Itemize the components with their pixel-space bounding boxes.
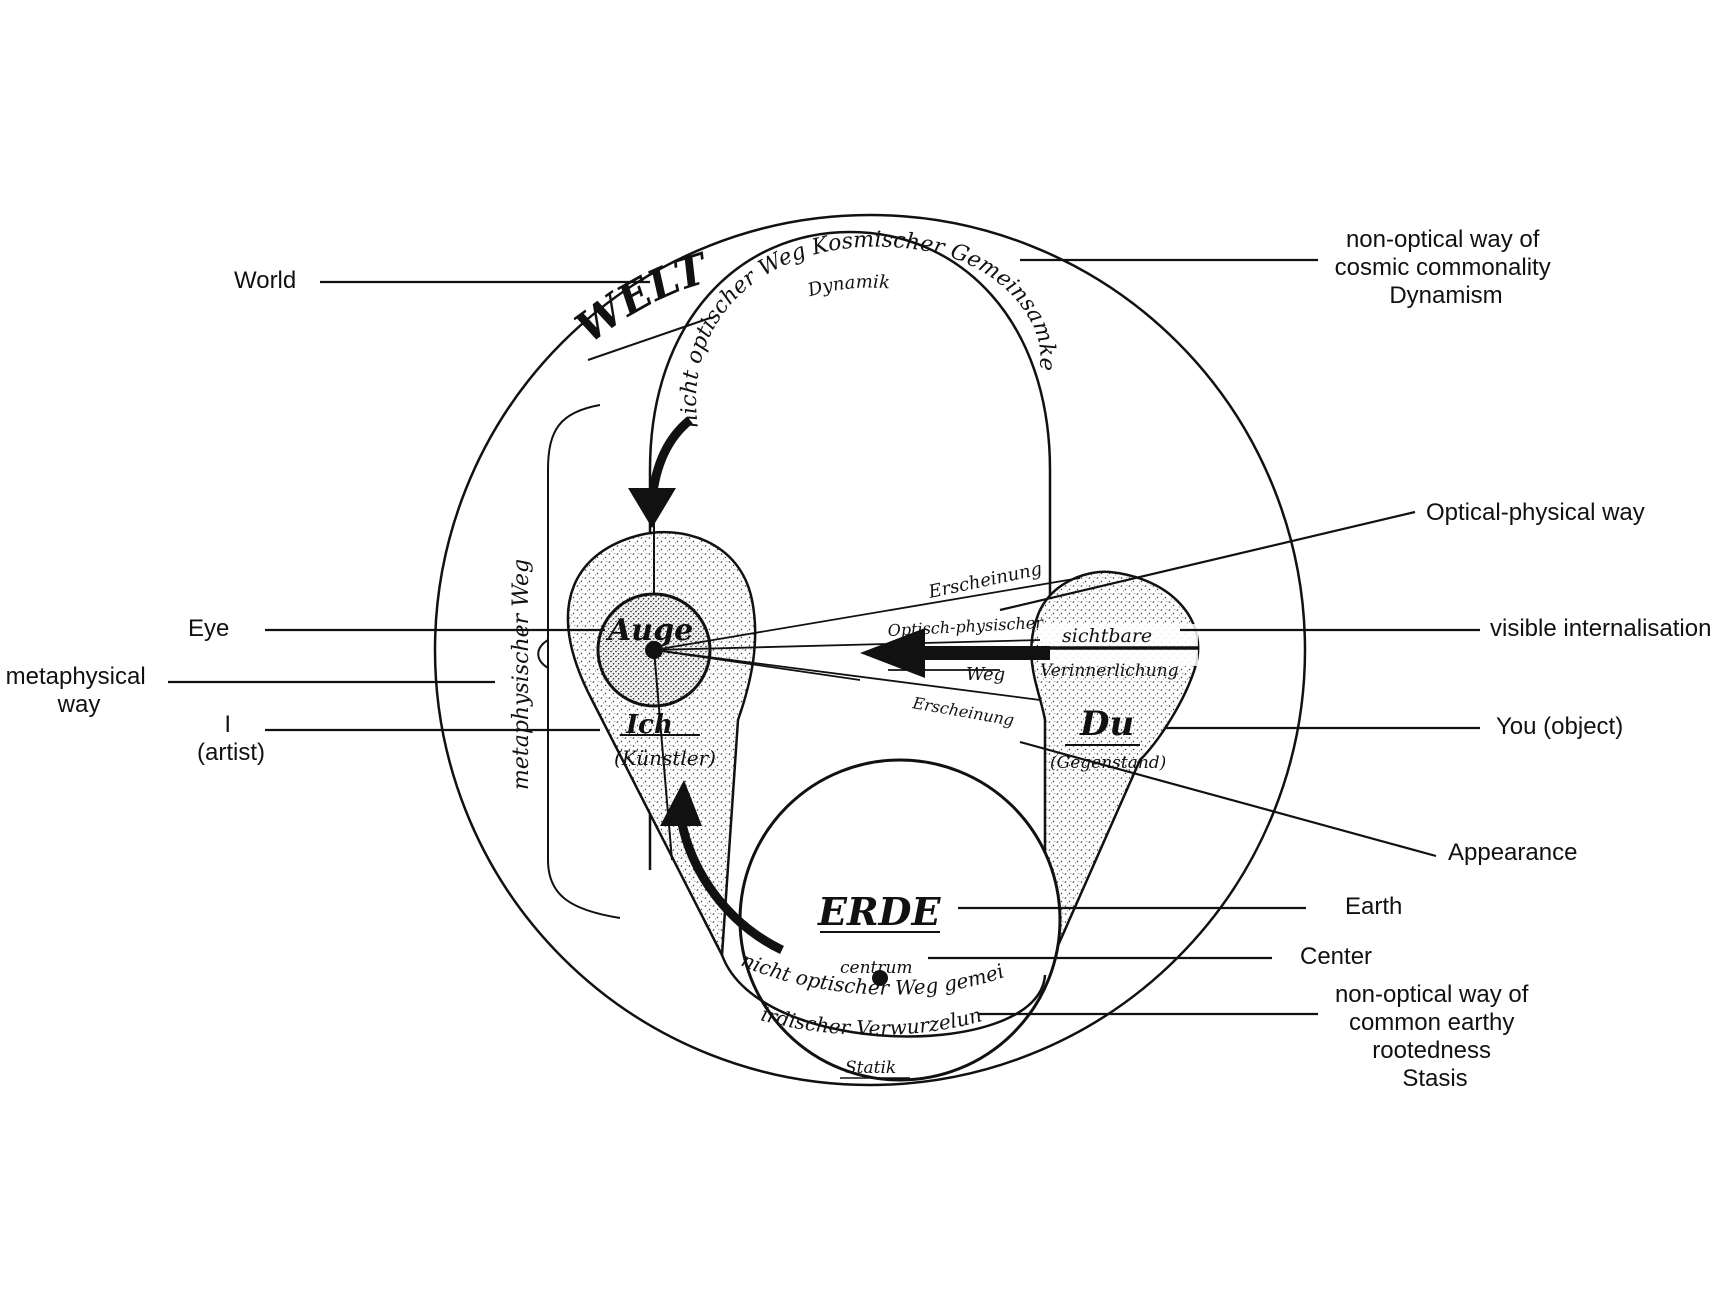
label-earth: Earth — [1345, 893, 1402, 920]
metaphysical-bracket — [547, 404, 621, 919]
label-earthy: non-optical way of common earthy rootedn… — [1335, 981, 1535, 1092]
centrum-dot — [872, 970, 888, 986]
label-eye: Eye — [188, 615, 229, 642]
kuenstler-label: (Künstler) — [614, 746, 716, 770]
dynamik-label: Dynamik — [805, 271, 891, 301]
erscheinung-top-label: Erscheinung — [926, 558, 1044, 603]
label-you: You (object) — [1496, 713, 1623, 740]
erscheinung-bottom-label: Erscheinung — [910, 693, 1015, 730]
label-cosmic: non-optical way of cosmic commonality Dy… — [1335, 226, 1558, 309]
erde-label: ERDE — [817, 889, 941, 934]
label-optical-way: Optical-physical way — [1426, 499, 1645, 526]
sichtbare-label: sichtbare — [1062, 625, 1152, 647]
welt-arrowhead — [628, 488, 676, 528]
weg-label: Weg — [966, 664, 1005, 685]
world-circle — [433, 213, 1307, 1087]
earth-arrowhead — [660, 780, 702, 826]
label-appearance: Appearance — [1448, 839, 1577, 866]
label-visible: visible internalisation — [1490, 615, 1711, 642]
label-i: I (artist) — [197, 711, 265, 766]
label-metaphysical: metaphysical way — [6, 663, 153, 718]
leader-appearance — [1019, 740, 1437, 858]
leader-optical — [999, 510, 1416, 612]
optical-arrow-shaft — [920, 646, 1050, 660]
du-band — [1038, 624, 1198, 666]
auge-label: Auge — [605, 613, 693, 648]
statik-label: Statik — [845, 1058, 896, 1078]
eye-center-dot — [645, 641, 663, 659]
earth-arrow — [675, 809, 784, 955]
du-label: Du — [1079, 704, 1134, 744]
optisch-label: Optisch-physischer — [887, 613, 1044, 640]
ich-label: Ich — [625, 710, 673, 740]
label-center: Center — [1300, 943, 1372, 970]
metaphysisch-label: metaphysischer Weg — [509, 559, 534, 790]
centrum-label: centrum — [840, 958, 913, 978]
verinnerlichung-label: Verinnerlichung — [1040, 661, 1179, 681]
label-world: World — [234, 267, 296, 294]
optical-arrowhead — [860, 628, 925, 678]
